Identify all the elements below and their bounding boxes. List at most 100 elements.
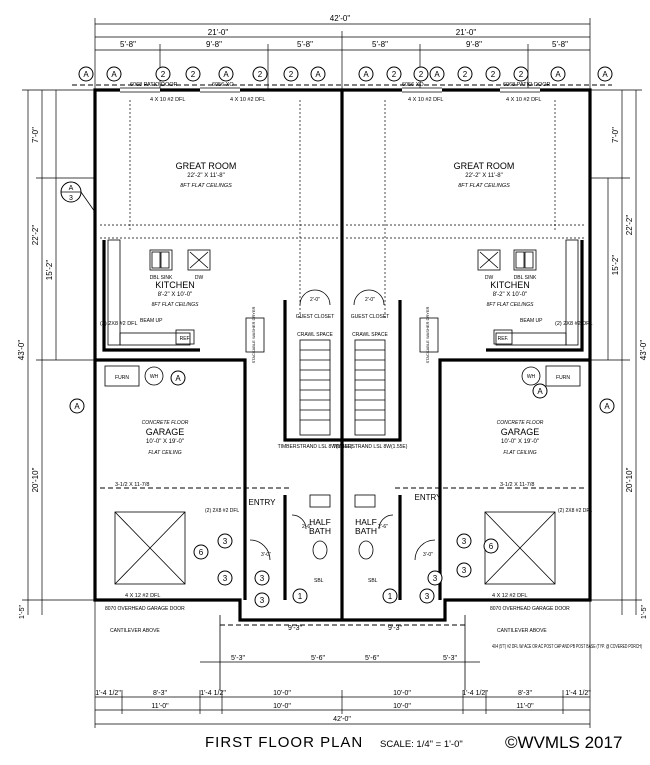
- stackable-label: STACKABLE WASHER DRYER: [425, 306, 430, 363]
- garage-door-left: 8070 OVERHEAD GARAGE DOOR: [105, 606, 185, 612]
- callout-a: A: [83, 70, 89, 79]
- note-header-top-left: 4 X 10 #2 DFL: [150, 97, 185, 103]
- garage-floor: CONCRETE FLOOR: [497, 420, 544, 426]
- dim-overall-top: 42'-0": [330, 14, 351, 23]
- dbl-sink-label: DBL SINK: [150, 275, 173, 281]
- great-room-ceiling: 8FT FLAT CEILINGS: [458, 183, 510, 189]
- beam-2x8-garage-right: (2) 2X8 #2 DFL: [558, 508, 592, 514]
- dim-half-right: 21'-0": [456, 28, 477, 37]
- garage-ceiling: FLAT CEILING: [503, 450, 536, 456]
- callout-2: 2: [191, 70, 196, 79]
- garage-size: 10'-0" X 19'-0": [501, 439, 539, 445]
- kitchen-size: 8'-2" X 10'-0": [493, 292, 528, 298]
- beam-3-right: 3-1/2 X 11-7/8: [500, 482, 534, 488]
- dishwasher-label: DW: [485, 275, 494, 281]
- callout-a: A: [315, 70, 321, 79]
- beam-2x8-right: (2) 2X8 #2 DFL: [555, 321, 593, 327]
- porch-dim-right: 9'-3": [388, 625, 402, 632]
- section-marker: A 3: [60, 181, 96, 213]
- dim-bottom-4: 10'-0": [273, 690, 291, 697]
- garage-door-right: 8070 OVERHEAD GARAGE DOOR: [490, 606, 570, 612]
- dishwasher-label: DW: [195, 275, 204, 281]
- callout-a: A: [223, 70, 229, 79]
- entry-label: ENTRY: [415, 493, 443, 502]
- dim-left-4: 43'-0": [17, 340, 26, 361]
- callout-a: A: [555, 70, 561, 79]
- section-letter: A: [69, 185, 74, 192]
- kitchen-size: 8'-2" X 10'-0": [158, 292, 193, 298]
- header-garage-left: 4 X 12 #2 DFL: [125, 593, 160, 599]
- cantilever-right: CANTILEVER ABOVE: [497, 628, 547, 634]
- callout-a: A: [434, 70, 440, 79]
- sbl-right: SBL: [368, 578, 378, 584]
- beam-3-left: 3-1/2 X 11-7/8: [115, 482, 149, 488]
- beam-up-right: BEAM UP: [520, 318, 543, 324]
- callout-1: 1: [298, 592, 303, 601]
- dim-bottom-8: 1'-4 1/2": [565, 690, 591, 697]
- dim-right-6: 1'-5": [641, 605, 648, 619]
- callout-a: A: [111, 70, 117, 79]
- porch-post-note: 4X4 (5'T) #2 DFL W/ ACE OR AC POST CAP A…: [492, 644, 642, 650]
- timberstrand-right: TIMBERSTRAND LSL 8W(1.55E): [333, 444, 408, 450]
- dim-bottom-row2-2: 10'-0": [273, 703, 291, 710]
- dim-bottom-7: 8'-3": [518, 690, 532, 697]
- plan-scale: SCALE: 1/4" = 1'-0": [380, 739, 463, 750]
- dim-bottom-1: 1'-4 1/2": [95, 690, 121, 697]
- note-header-top-right: 4 X 10 #2 DFL: [506, 97, 541, 103]
- callout-2: 2: [258, 70, 263, 79]
- callout-2: 2: [289, 70, 294, 79]
- dim-top-seg-1: 5'-8": [120, 40, 136, 49]
- dim-bottom-row2-4: 11'-0": [516, 703, 534, 710]
- stackable-label: STACKABLE WASHER DRYER: [251, 306, 256, 363]
- callout-2: 2: [392, 70, 397, 79]
- kitchen-ceiling: 8FT FLAT CEILINGS: [487, 302, 535, 308]
- dim-bottom-row2-3: 10'-0": [393, 703, 411, 710]
- wh-label: WH: [150, 374, 159, 380]
- stair-right: [354, 339, 386, 436]
- callout-a: A: [537, 387, 543, 396]
- header-garage-right: 4 X 12 #2 DFL: [492, 593, 527, 599]
- note-xo-left: 6056 XO: [212, 82, 234, 88]
- garage-ceiling: FLAT CEILING: [148, 450, 181, 456]
- garage-label: GARAGE: [146, 427, 185, 437]
- dim-left-5: 20'-10": [31, 467, 40, 492]
- dim-left-3: 15'-2": [45, 260, 54, 281]
- callout-2: 2: [463, 70, 468, 79]
- callout-2: 2: [491, 70, 496, 79]
- kitchen-ceiling: 8FT FLAT CEILINGS: [152, 302, 200, 308]
- callout-6: 6: [199, 548, 204, 557]
- dim-overall-bottom: 42'-0": [333, 716, 351, 723]
- callout-2: 2: [161, 70, 166, 79]
- note-header-top-right-2: 4 X 10 #2 DFL: [408, 97, 443, 103]
- kitchen-label: KITCHEN: [490, 280, 530, 290]
- entry-label: ENTRY: [249, 498, 277, 507]
- callout-3: 3: [260, 574, 265, 583]
- door-size: 3'-0": [423, 552, 433, 558]
- plan-title: FIRST FLOOR PLAN: [205, 734, 364, 751]
- dim-lower-small-2: 5'-6": [311, 655, 325, 662]
- door-size: 2'-6": [302, 524, 312, 530]
- kitchen-label: KITCHEN: [155, 280, 195, 290]
- dim-bottom-2: 8'-3": [153, 690, 167, 697]
- callout-a: A: [74, 402, 80, 411]
- dim-right-1: 7'-0": [611, 127, 620, 143]
- note-xo-right: 6056 XO: [402, 82, 424, 88]
- dim-top-seg-6: 5'-8": [552, 40, 568, 49]
- crawl-space-left: CRAWL SPACE: [297, 332, 333, 338]
- cantilever-left: CANTILEVER ABOVE: [110, 628, 160, 634]
- door-size-right: 2'-0": [365, 297, 375, 303]
- callout-2: 2: [519, 70, 524, 79]
- kitchen-right: DW DBL SINK KITCHEN 8'-2" X 10'-0" 8FT F…: [419, 239, 593, 363]
- door-size: 3'-0": [261, 552, 271, 558]
- great-room-size: 22'-2" X 11'-8": [187, 173, 224, 179]
- beam-2x8-left: (2) 2X8 #2 DFL: [100, 321, 138, 327]
- dim-bottom-5: 10'-0": [393, 690, 411, 697]
- dim-bottom-row2-1: 11'-0": [151, 703, 169, 710]
- callout-6: 6: [489, 542, 494, 551]
- callout-3: 3: [260, 596, 265, 605]
- crawl-space-right: CRAWL SPACE: [352, 332, 388, 338]
- note-header-top-left-2: 4 X 10 #2 DFL: [230, 97, 265, 103]
- guest-closet-right: GUEST CLOSET: [351, 314, 390, 320]
- garage-label: GARAGE: [501, 427, 540, 437]
